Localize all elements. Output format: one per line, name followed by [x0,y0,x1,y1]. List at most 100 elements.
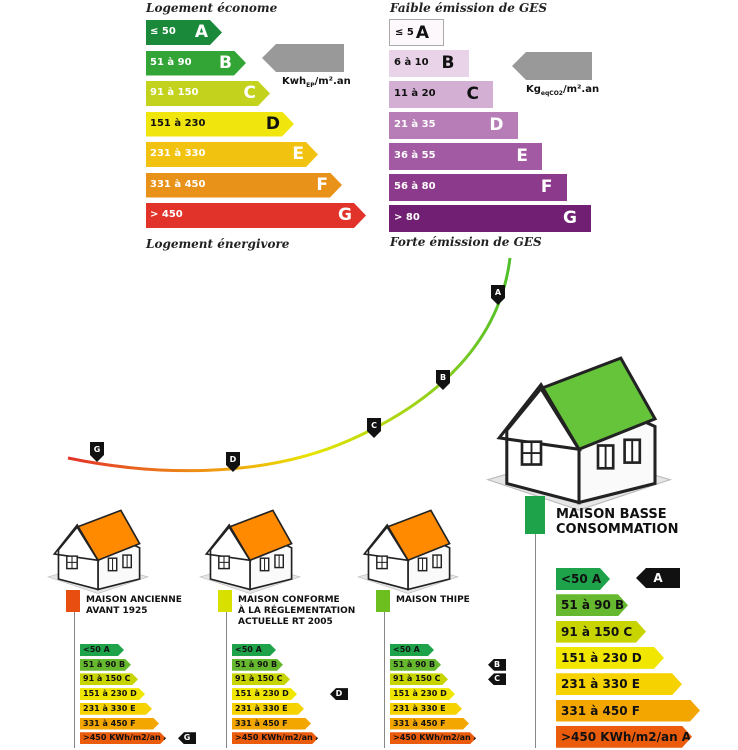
bbc-scale-text: <50 A [561,572,602,586]
energy-bar-letter: C [243,83,256,103]
ges-bar-letter: G [563,208,577,228]
ges-bar-range: 36 à 55 [394,150,436,161]
house-scale-text: 91 à 150 C [393,674,441,684]
bbc-scale-text: 151 à 230 D [561,650,642,665]
house-scale-row: <50 A [390,644,434,656]
house-guide-line [384,612,385,748]
energy-bar-range: 51 à 90 [150,56,192,68]
energy-bar-c: 91 à 150 C [146,81,270,106]
bbc-scale-text: 51 à 90 B [561,598,625,613]
house-scale-row: 91 à 150 C [390,673,448,685]
arc-marker-a: A [491,285,505,305]
bbc-scale-row: 331 à 450 F [556,700,700,722]
bbc-label-line: MAISON BASSE [556,507,667,522]
house-scale-text: 51 à 90 B [83,659,126,669]
bbc-scale-text: 91 à 150 C [561,624,633,639]
house-scale-text: 231 à 330 E [393,703,446,713]
bbc-guide-line [535,534,536,748]
ges-bar-f: 56 à 80 F [389,174,567,201]
house-scale-row: 151 à 230 D [232,688,297,700]
ges-pointer-arrow [512,52,592,80]
bbc-scale-row: 151 à 230 D [556,647,664,669]
bbc-accent-marker [525,496,545,534]
house-scale-text: <50 A [393,645,420,654]
house-scale-text: 151 à 230 D [83,689,137,699]
house-scale-row: <50 A [80,644,124,656]
house-icon [199,509,301,594]
ges-bar-letter: D [489,115,504,135]
energy-bar-e: 231 à 330 E [146,142,318,167]
ges-bar-range: > 80 [394,212,420,223]
house-scale-row: 51 à 90 B [390,659,441,671]
house-scale-row: >450 KWh/m2/an A [80,732,166,744]
house-scale-row: 91 à 150 C [232,673,290,685]
ges-bar-range: 56 à 80 [394,181,436,192]
energy-bar-range: 231 à 330 [150,148,206,159]
house-scale-text: <50 A [235,645,262,654]
house-scale-text: 151 à 230 D [393,689,447,699]
ges-bar-range: 21 à 35 [394,119,436,130]
ges-bar-g: > 80 G [389,205,591,232]
bbc-rating-tag: A [636,568,680,588]
house-scale-row: >450 KWh/m2/an A [390,732,476,744]
svg-text:D: D [230,455,237,464]
house-scale-text: >450 KWh/m2/an A [83,733,170,743]
house-scale-text: 51 à 90 B [393,659,436,669]
house-scale-text: 331 à 450 F [83,718,136,728]
house-scale-row: 51 à 90 B [232,659,283,671]
house-label-line: AVANT 1925 [86,606,148,616]
house-scale-text: 91 à 150 C [235,674,283,684]
house-scale-text: 331 à 450 F [393,718,446,728]
bbc-scale-row: 51 à 90 B [556,594,628,616]
house-scale-row: 231 à 330 E [80,703,152,715]
house-scale-row: 231 à 330 E [390,703,462,715]
energy-bar-letter: E [292,144,304,164]
ges-bar-letter: E [516,146,528,166]
energy-unit: KwhEP/m².an [282,76,351,89]
house-accent-marker [218,590,232,612]
house-label-line: À LA RÉGLEMENTATION [238,606,356,616]
house-scale-row: 151 à 230 D [80,688,145,700]
energy-pointer-arrow [262,44,344,72]
house-scale-text: >450 KWh/m2/an A [393,733,480,743]
ges-bar-letter: F [540,177,553,197]
svg-text:B: B [440,373,446,382]
house-scale-text: >450 KWh/m2/an A [235,733,322,743]
house-scale-row: 91 à 150 C [80,673,138,685]
house-icon [357,509,459,594]
house-scale-row: 331 à 450 F [232,718,311,730]
arc-marker-c: C [367,418,381,438]
house-guide-line [74,612,75,748]
energy-bar-a: ≤ 50 A [146,20,222,45]
energy-bar-letter: A [194,22,208,42]
svg-text:A: A [495,288,502,297]
house-scale-row: 51 à 90 B [80,659,131,671]
energy-bar-range: 151 à 230 [150,117,206,129]
house-label-line: MAISON CONFORME [238,595,340,605]
ges-bar-letter: B [441,53,455,73]
bbc-scale-row: 91 à 150 C [556,621,646,643]
ges-unit: KgeqCO2/m².an [526,84,600,97]
ges-bar-letter: C [466,84,479,104]
house-scale-row: 231 à 330 E [232,703,304,715]
energy-bar-range: 331 à 450 [150,178,206,190]
house-scale-row: 151 à 230 D [390,688,455,700]
energy-bar-range: ≤ 50 [150,26,176,37]
ges-bottom-title: Forte émission de GES [390,235,542,249]
house-rating-tag: G [178,732,196,745]
energy-bar-range: 91 à 150 [150,87,199,98]
house-scale-text: 231 à 330 E [83,703,136,713]
house-scale-text: 91 à 150 C [83,674,131,684]
bbc-scale-text: >450 KWh/m2/an A [561,729,692,744]
energy-bottom-title: Logement énergivore [146,237,290,251]
bbc-scale-text: 331 à 450 F [561,703,640,718]
ges-top-title: Faible émission de GES [390,1,548,15]
bbc-label-line: CONSOMMATION [556,522,679,537]
